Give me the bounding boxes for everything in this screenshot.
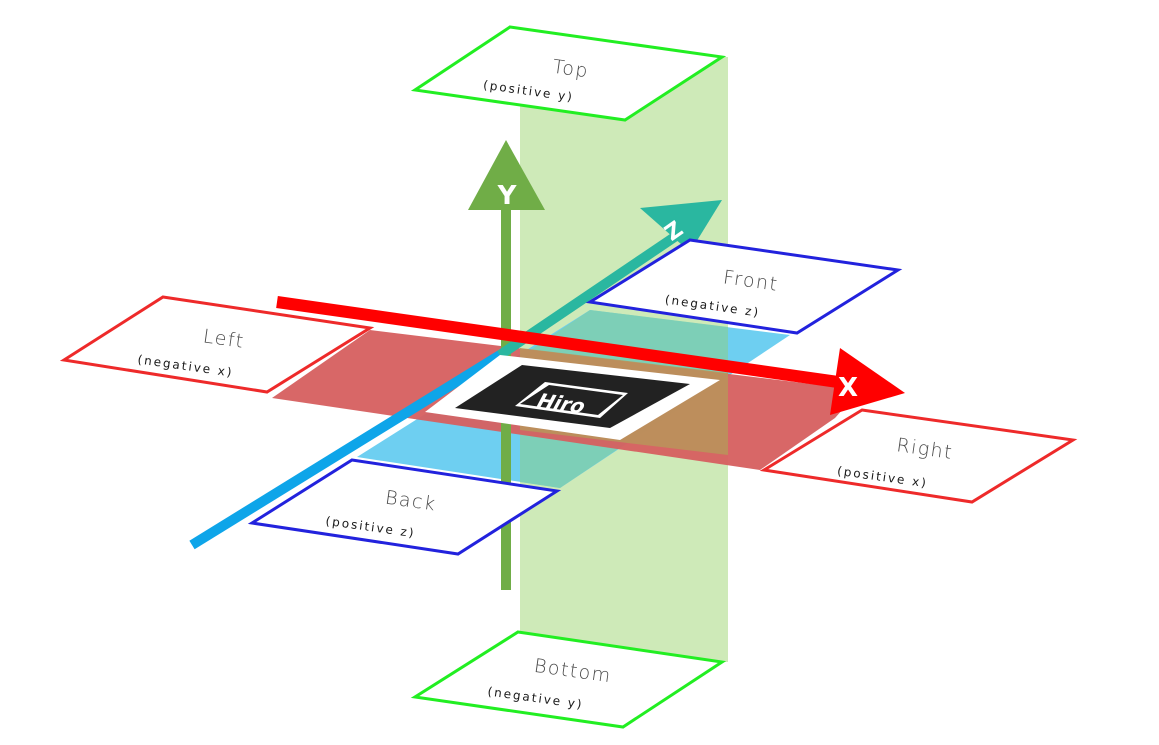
top-face-panel: Top (positive y): [410, 25, 727, 122]
x-axis-arrowhead: [830, 348, 905, 415]
front-face-panel: Front (negative z): [585, 238, 903, 335]
y-axis-arrowhead: [468, 140, 545, 210]
x-axis-label: X: [838, 373, 858, 403]
z-axis-back: [189, 350, 503, 550]
bottom-face-panel: Bottom (negative y): [410, 630, 727, 729]
left-face-panel: Left (negative x): [59, 295, 375, 394]
x-axis-line: [276, 296, 846, 389]
y-axis-label: Y: [497, 181, 518, 211]
marker-text-box-inner: [520, 385, 623, 415]
top-face-name: Top: [551, 56, 590, 83]
right-face-panel: Right (positive x): [759, 408, 1078, 504]
back-face-panel: Back (positive z): [247, 458, 562, 556]
z-axis-arrowhead: [640, 200, 722, 252]
